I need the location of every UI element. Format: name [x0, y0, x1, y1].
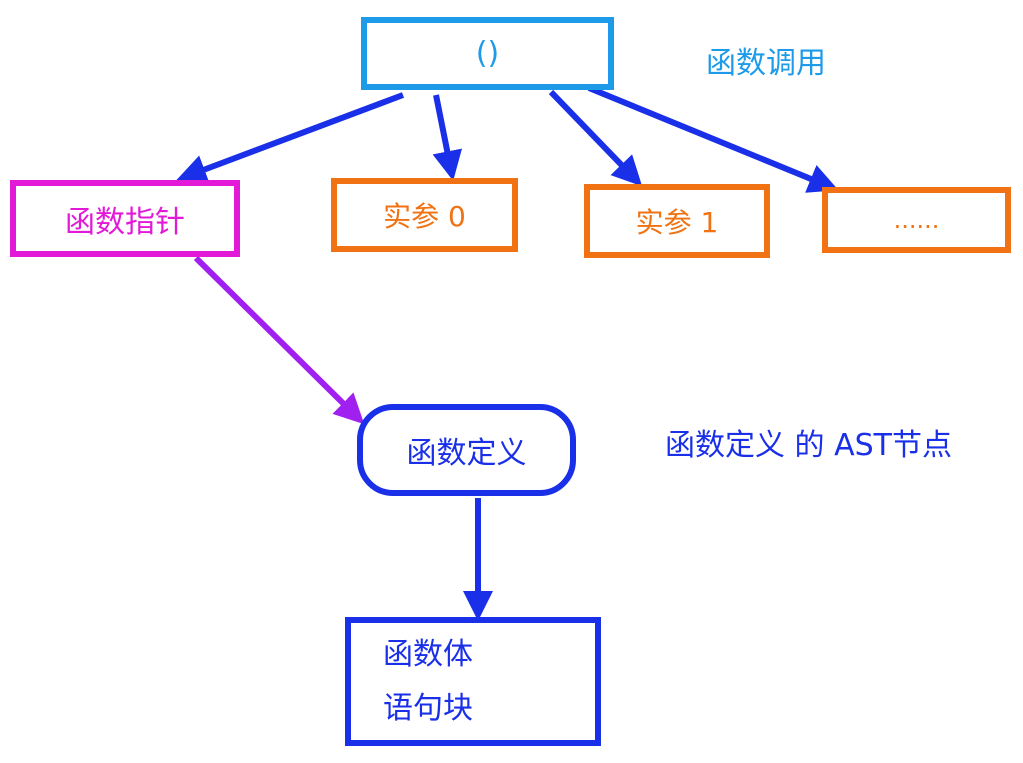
arrow-call-to-arg1 — [548, 89, 643, 187]
function-call-node-label: () — [475, 36, 500, 71]
argument-1-node: 实参 1 — [584, 184, 770, 258]
argument-0-node: 实参 0 — [331, 178, 518, 252]
function-pointer-node-label: 函数指针 — [65, 204, 185, 240]
function-pointer-node: 函数指针 — [10, 180, 240, 257]
function-call-node: () — [361, 17, 614, 90]
arrow-call-to-arg0 — [432, 94, 463, 181]
arrow-call-to-more-args — [587, 85, 839, 193]
function-body-line-2: 语句块 — [383, 690, 473, 726]
more-arguments-node-label: ...... — [893, 206, 940, 234]
function-body-node: 函数体 语句块 — [345, 617, 601, 746]
arrow-pointer-to-definition — [193, 255, 365, 425]
function-definition-node: 函数定义 — [357, 404, 576, 496]
argument-1-node-label: 实参 1 — [635, 206, 719, 239]
argument-0-node-label: 实参 0 — [383, 200, 466, 233]
more-arguments-node: ...... — [822, 187, 1011, 253]
function-body-line-1: 函数体 — [383, 636, 473, 672]
function-definition-node-label: 函数定义 — [406, 436, 527, 471]
ast-node-caption: 函数定义 的 AST节点 — [665, 428, 952, 463]
arrow-call-to-function-pointer — [176, 92, 405, 184]
function-call-caption: 函数调用 — [706, 46, 826, 81]
